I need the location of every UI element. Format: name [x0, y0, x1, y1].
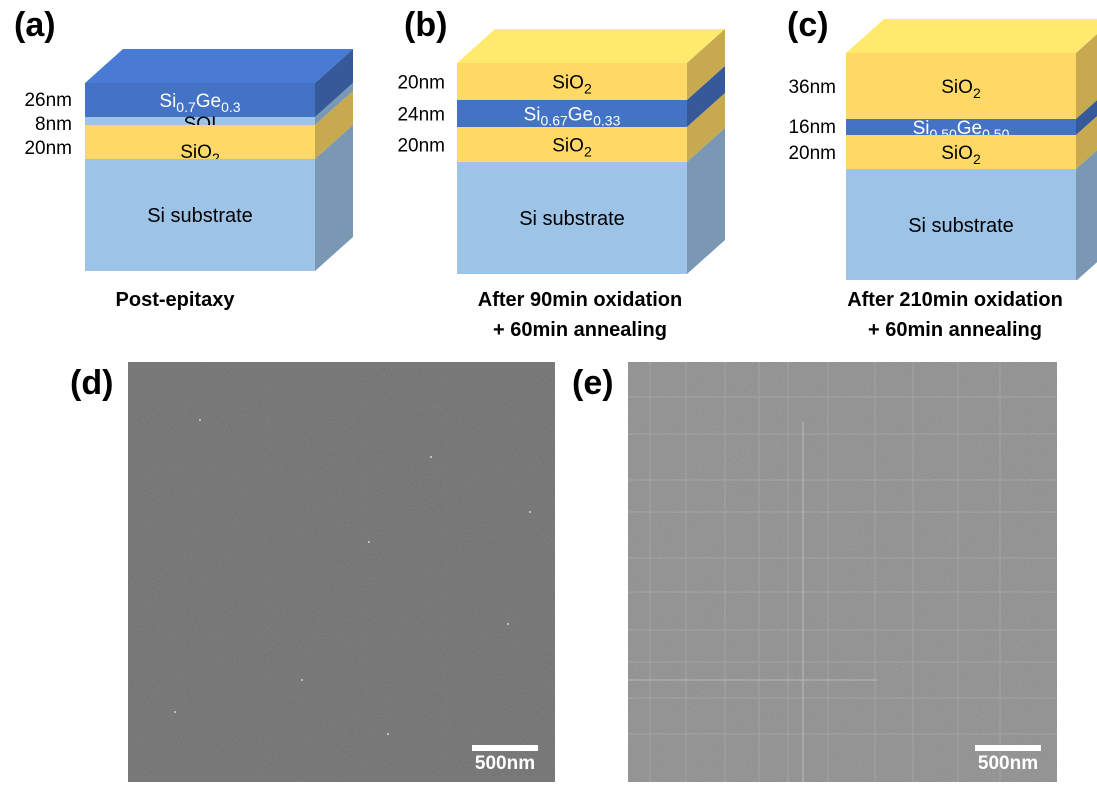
panel-b-caption-line-1: After 90min oxidation [477, 289, 683, 311]
layer-front-face [457, 162, 687, 274]
panel-c-caption-line-2: + 60min annealing [868, 319, 1042, 341]
layer-thickness-label: 36nm [788, 77, 836, 98]
panel-d-scale-bar-line [472, 745, 538, 751]
substrate-label: Si substrate [519, 208, 625, 230]
layer-front-face [846, 169, 1076, 280]
panel-d-scale-bar-label: 500nm [474, 753, 536, 774]
panel-d-label: (d) [70, 364, 114, 402]
layer-front-face [846, 53, 1076, 119]
layer-material-label: Si0.7Ge0.3 [159, 91, 240, 115]
panel-b-caption: After 90min oxidation + 60min annealing [430, 285, 730, 345]
layer-front-face [85, 117, 315, 125]
layer-front-face [85, 159, 315, 271]
layer-thickness-label: 20nm [397, 73, 445, 94]
layer-thickness-label: 20nm [24, 138, 72, 159]
panel-d-sem-image [128, 362, 555, 782]
layer-thickness-label: 20nm [788, 143, 836, 164]
layer-front-face [457, 100, 687, 127]
layer-side-face [1076, 34, 1097, 119]
layer-top-face [85, 49, 353, 83]
layer-thickness-label: 20nm [397, 136, 445, 157]
panel-e-scale-bar: 500nm [965, 745, 1051, 775]
layer-front-face [846, 135, 1076, 169]
layer-front-face [457, 127, 687, 162]
panel-c-label: (c) [787, 6, 829, 44]
panel-a-caption: Post-epitaxy [70, 285, 280, 315]
layer-side-face [315, 49, 353, 117]
layer-material-label: SiO2 [941, 77, 981, 101]
layer-side-face [687, 66, 725, 127]
layer-side-face [687, 29, 725, 100]
panel-a-caption-line: Post-epitaxy [115, 289, 235, 311]
substrate-label: Si substrate [147, 205, 253, 227]
layer-side-face [1076, 150, 1097, 280]
layer-side-face [315, 83, 353, 125]
layer-thickness-label: 26nm [24, 90, 72, 111]
substrate-label: Si substrate [908, 215, 1014, 237]
panel-d-scale-bar: 500nm [462, 745, 548, 775]
layer-front-face [85, 125, 315, 159]
layer-thickness-label: 16nm [788, 117, 836, 138]
layer-front-face [846, 119, 1076, 135]
layer-side-face [687, 93, 725, 162]
layer-side-face [687, 128, 725, 274]
panel-e-scale-bar-line [975, 745, 1041, 751]
panel-e-sem-image [628, 362, 1057, 782]
layer-side-face [1076, 116, 1097, 169]
layer-material-label: Si0.67Ge0.33 [524, 105, 621, 129]
panel-a-label: (a) [14, 6, 56, 44]
layer-material-label: SiO2 [552, 73, 592, 97]
layer-thickness-label: 8nm [35, 114, 72, 135]
panel-b-caption-line-2: + 60min annealing [493, 319, 667, 341]
panel-c-caption: After 210min oxidation + 60min annealing [810, 285, 1097, 345]
layer-side-face [315, 91, 353, 159]
layer-side-face [1076, 100, 1097, 135]
layer-top-face [457, 29, 725, 63]
layer-material-label: SiO2 [941, 143, 981, 167]
layer-thickness-label: 24nm [397, 105, 445, 126]
panel-e-scale-bar-label: 500nm [977, 753, 1039, 774]
panel-b-label: (b) [404, 6, 448, 44]
panel-c-caption-line-1: After 210min oxidation [847, 289, 1063, 311]
layer-side-face [315, 125, 353, 271]
panel-e-label: (e) [572, 364, 614, 402]
layer-material-label: SiO2 [552, 136, 592, 160]
layer-top-face [846, 19, 1097, 53]
layer-material-label: SiO2 [180, 142, 220, 166]
layer-front-face [457, 63, 687, 100]
layer-front-face [85, 83, 315, 117]
